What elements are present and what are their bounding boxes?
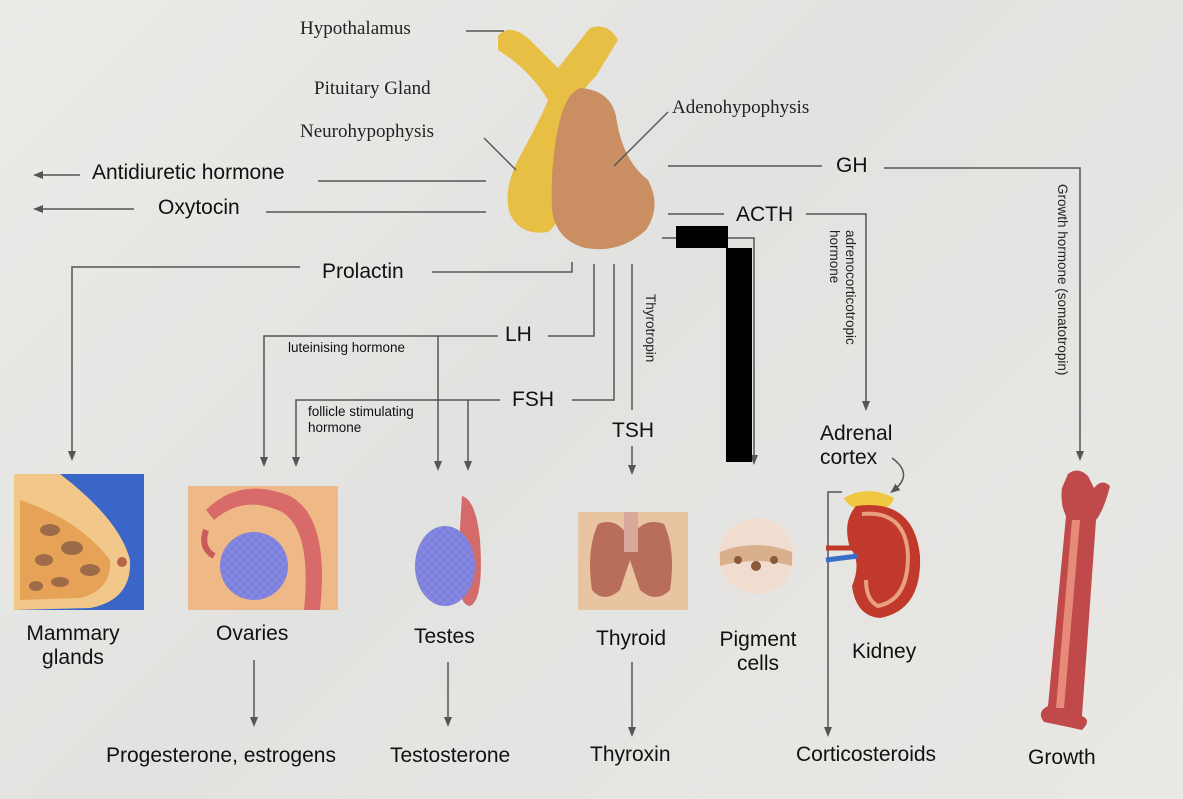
label-corticosteroids: Corticosteroids bbox=[796, 743, 937, 766]
thyroid-image bbox=[578, 512, 688, 610]
ovary-image bbox=[188, 486, 338, 610]
label-pigment-line1: Pigment bbox=[719, 628, 797, 651]
lh-line-left bbox=[260, 335, 498, 467]
label-hypothalamus: Hypothalamus bbox=[300, 18, 411, 39]
label-acth-full-1: adrenocorticotropic bbox=[843, 230, 858, 345]
label-adrenal-cortex: Adrenal cortex bbox=[820, 422, 892, 470]
label-thyrotropin: Thyrotropin bbox=[643, 294, 658, 363]
prolactin-line-left bbox=[68, 266, 300, 461]
adrenal-curve-arrow bbox=[890, 457, 905, 494]
pigment-cell-image bbox=[718, 518, 794, 594]
label-pituitary-gland: Pituitary Gland bbox=[314, 78, 431, 99]
label-progesterone-estrogens: Progesterone, estrogens bbox=[106, 744, 336, 767]
adenohypophysis-shape bbox=[551, 88, 655, 250]
bone-image bbox=[1040, 470, 1110, 730]
label-lh-full: luteinising hormone bbox=[288, 340, 406, 355]
label-pigment-cells: Pigment cells bbox=[710, 628, 806, 676]
prolactin-line-right bbox=[432, 262, 573, 273]
label-growth: Growth bbox=[1028, 746, 1096, 769]
label-neurohypophysis: Neurohypophysis bbox=[300, 121, 435, 142]
adrenal-output-line bbox=[824, 491, 842, 737]
label-mammary-glands: Mammary glands bbox=[18, 622, 128, 670]
label-prolactin: Prolactin bbox=[322, 260, 404, 283]
label-mammary-line1: Mammary bbox=[26, 622, 120, 645]
gh-line-right bbox=[884, 167, 1084, 461]
testis-image bbox=[415, 496, 481, 606]
label-oxytocin: Oxytocin bbox=[158, 196, 240, 219]
label-mammary-line2: glands bbox=[42, 646, 104, 669]
label-tsh: TSH bbox=[612, 419, 654, 442]
label-thyroid: Thyroid bbox=[596, 627, 667, 650]
label-thyroxin: Thyroxin bbox=[590, 743, 671, 766]
label-pigment-line2: cells bbox=[736, 652, 779, 675]
label-acth-full-2: hormone bbox=[827, 230, 842, 284]
label-testosterone: Testosterone bbox=[390, 744, 511, 767]
adenohypophysis-leader bbox=[613, 111, 669, 167]
label-adenohypophysis: Adenohypophysis bbox=[672, 97, 810, 118]
label-gh-full: Growth hormone (somatotropin) bbox=[1055, 184, 1070, 376]
label-fsh: FSH bbox=[512, 388, 554, 411]
neurohypophysis-leader bbox=[483, 137, 517, 171]
label-fsh-full-1: follicle stimulating bbox=[308, 404, 414, 419]
kidney-image bbox=[825, 491, 921, 618]
label-gh: GH bbox=[836, 154, 868, 177]
redaction-bar-horizontal bbox=[676, 226, 728, 248]
mammary-gland-image bbox=[14, 474, 144, 610]
label-fsh-full-2: hormone bbox=[308, 420, 362, 435]
label-adrenal-line2: cortex bbox=[820, 446, 878, 469]
fsh-line-right bbox=[572, 264, 615, 401]
label-kidney: Kidney bbox=[852, 640, 917, 663]
label-ovaries: Ovaries bbox=[216, 622, 289, 645]
pituitary-gland-icon bbox=[498, 26, 655, 250]
fsh-line-left bbox=[292, 399, 500, 467]
label-adh: Antidiuretic hormone bbox=[92, 161, 285, 184]
label-testes: Testes bbox=[414, 625, 475, 648]
acth-line-right bbox=[806, 213, 870, 411]
redaction-bars bbox=[676, 226, 752, 462]
lh-line-right bbox=[548, 264, 595, 337]
redaction-bar-vertical bbox=[726, 248, 752, 462]
label-lh: LH bbox=[505, 323, 532, 346]
label-acth: ACTH bbox=[736, 203, 794, 226]
label-adrenal-line1: Adrenal bbox=[820, 422, 893, 445]
